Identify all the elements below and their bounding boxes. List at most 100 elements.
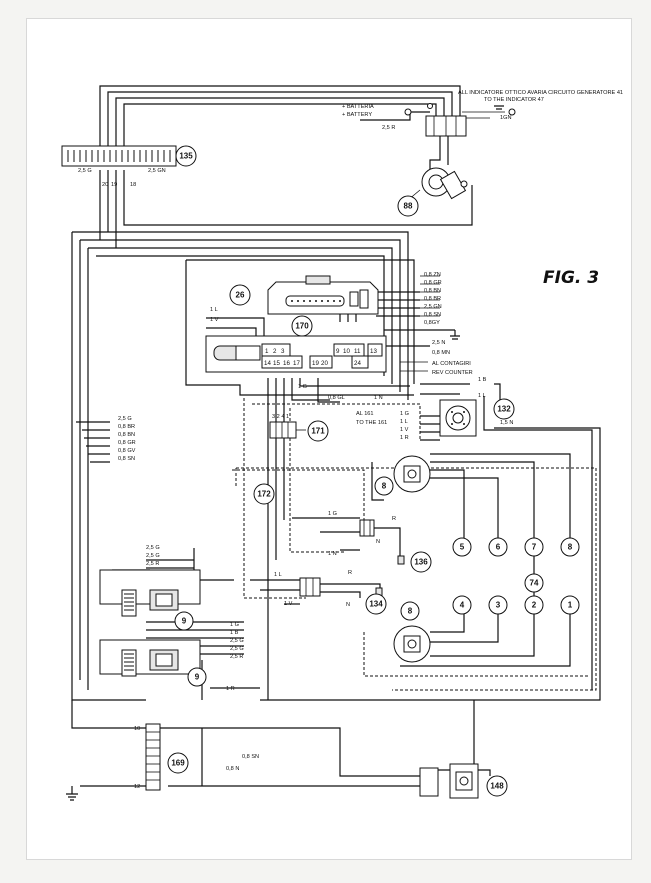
callout-8-plug: 8 [560,537,580,557]
battery-note-en: + BATTERY [342,112,372,118]
svg-text:171: 171 [311,427,325,436]
note-to-161: TO THE 161 [356,420,387,426]
connector-171: 3 2 4 1 [269,414,306,439]
callout-8-top: 8 [374,476,394,496]
ignition-coil-9-upper [99,569,201,617]
svg-text:8: 8 [568,543,573,552]
wire-label: 2,5 R [230,654,243,660]
ecu-connector-26 [267,275,379,315]
callout-170: 170 [291,315,313,337]
wire-label: 2,5 G [146,545,160,551]
connector-169 [145,723,161,791]
callout-9-upper: 9 [174,611,194,631]
wire-label: 2,5 G [230,646,244,652]
ground-symbol [66,105,504,801]
svg-text:135: 135 [179,152,193,161]
sensor-136 [359,519,405,565]
callout-26: 26 [229,284,251,306]
module-148 [419,763,479,799]
pin-17: 17 [293,360,300,367]
svg-text:169: 169 [171,759,185,768]
wire-label: 2,5 G [78,168,92,174]
wire-label: 1GN [500,115,512,121]
figure-title: FIG. 3 [543,268,599,288]
wire-label: 2,5 GN [148,168,166,174]
wire-label: N [346,602,350,608]
wire-label: 0,8 GR [424,280,442,286]
wire-label: 1 L [274,572,282,578]
svg-text:148: 148 [490,782,504,791]
pin-19: 19 [312,360,319,367]
callout-6: 6 [488,537,508,557]
svg-text:172: 172 [257,490,271,499]
callout-148: 148 [486,775,508,797]
callout-5: 5 [452,537,472,557]
note-al-161: AL 161 [356,411,374,417]
callout-169: 169 [167,752,189,774]
indicator-note-it: ALL INDICATORE OTTICO AVARIA CIRCUITO GE… [458,90,623,96]
wire-label: 1 G [230,622,239,628]
wire-label: 2,5 R [146,561,159,567]
pin-1: 1 [265,348,269,355]
callout-135: 135 [175,145,197,167]
wire-label: R [348,570,352,576]
callout-9-lower: 9 [187,667,207,687]
wire-label: 1,5 N [500,420,513,426]
indicator-connector [404,103,516,137]
svg-text:7: 7 [532,543,537,552]
wire-number: 12 [134,784,140,790]
wire-label: 2,5 G [118,416,132,422]
wire-label: 0,8 BN [424,288,441,294]
wire-label: 1 N [328,551,337,557]
pin-24: 24 [354,360,361,367]
distributor-8-top [393,455,431,493]
pin-13: 13 [370,348,377,355]
wire-label: 1 V [284,601,293,607]
sensor-134 [299,577,383,597]
svg-text:26: 26 [236,291,245,300]
wire-label: 1 R [226,686,235,692]
svg-text:8: 8 [408,607,413,616]
wire-label: 0,8 BN [118,432,135,438]
wire-number: 18 [130,182,136,188]
wire-label: R [392,516,396,522]
callout-88: 88 [397,195,419,217]
wire-label: 2,5 N [432,340,445,346]
connector-170 [205,335,387,373]
distributor-8-bottom [393,625,431,663]
wire-label: 1 L [210,307,218,313]
wire-label: 1 G [400,411,409,417]
wire-number: 10 [134,726,140,732]
wire-label: 0,8GY [424,320,440,326]
connector-132 [439,399,477,437]
alternator-88 [407,167,468,201]
wire-label: 0,8 GV [118,448,136,454]
svg-text:6: 6 [496,543,501,552]
callout-134: 134 [365,593,387,615]
wire-label: 0,8 GR [118,440,136,446]
ignition-coil-9-lower [99,639,201,677]
svg-text:170: 170 [295,322,309,331]
pin-9: 9 [336,348,340,355]
wiring-harness [71,85,601,787]
wire-label: 0,8 SN [118,456,135,462]
pin-11: 11 [354,348,361,355]
callout-8-bottom: 8 [400,601,420,621]
wire-label: 1 N [374,395,383,401]
svg-text:88: 88 [404,202,413,211]
battery-note-it: + BATTERIA [342,104,374,110]
svg-text:2: 2 [532,601,537,610]
connector-171-pins: 3 2 4 1 [272,414,289,420]
pin-14: 14 [264,360,271,367]
indicator-note-en: TO THE INDICATOR 47 [484,97,544,103]
wire-label: 1 V [210,317,219,323]
pin-16: 16 [283,360,290,367]
svg-text:9: 9 [182,617,187,626]
svg-text:5: 5 [460,543,465,552]
pin-2: 2 [273,348,277,355]
svg-text:3: 3 [496,601,501,610]
svg-text:8: 8 [382,482,387,491]
wire-label: 2,5 G [146,553,160,559]
pin-15: 15 [273,360,280,367]
pin-3: 3 [281,348,285,355]
